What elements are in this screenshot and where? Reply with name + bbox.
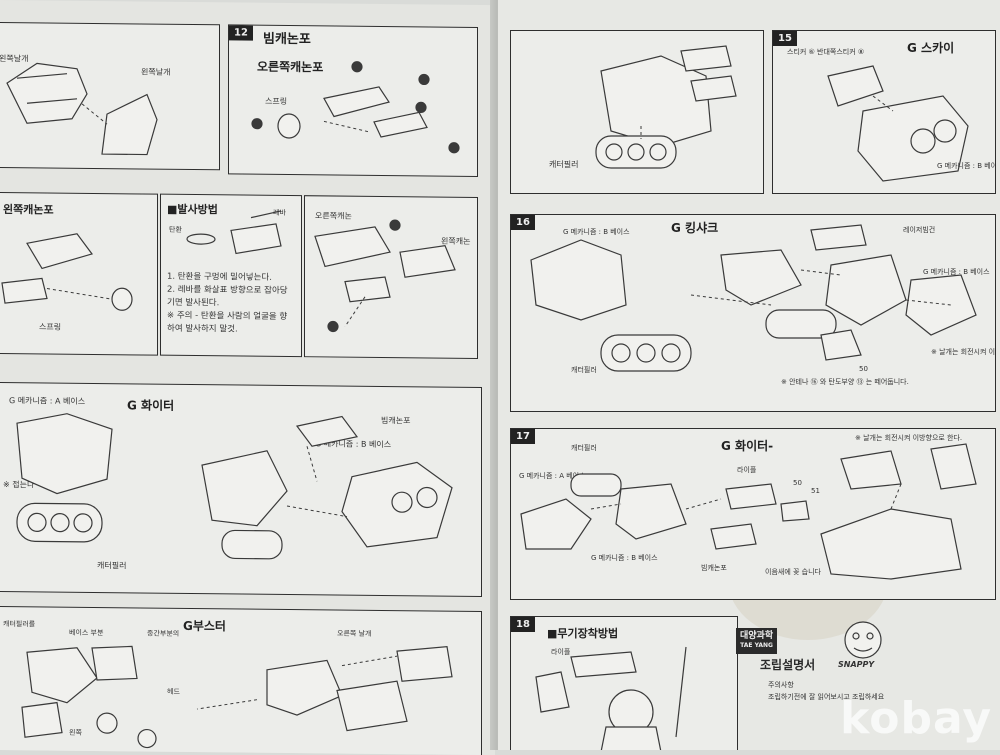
- panel-18: 18 ■무기장착방법 라이플: [510, 616, 738, 750]
- wing-note: ※ 날개는 회전시켜 이방향으로 한다: [931, 348, 996, 356]
- mascot-name: SNAPPY: [838, 660, 875, 669]
- weapon-mount-diagram: [535, 646, 687, 750]
- panel-16: 16 G 메카니즘 : B 베이스 G 킹샤크 레이저빔건 G 메카니즘 : B…: [510, 214, 996, 412]
- brand-name: 대양과학: [740, 631, 774, 641]
- b-base-label-15: G 메카니즘 : B 베이스: [937, 162, 995, 170]
- right-page: 캐터필러 15 스티커 ⑥ 반대쪽스티커 ⑧ G 스카이 G 메카니즘 : B …: [498, 0, 1000, 750]
- panel-12: 12 빔캐논포 오른쪽캐논포 스프링: [228, 24, 478, 178]
- step-number-17: 17: [511, 429, 535, 444]
- step-number-16: 16: [511, 215, 535, 230]
- track-label-17: 캐터필러: [571, 444, 597, 452]
- b-base-label-17: G 메카니즘 : B 베이스: [591, 554, 658, 562]
- brand-en: TAE YANG: [740, 642, 773, 649]
- panel-17: 17 캐터필러 G 화이터- ※ 날개는 회전시켜 이방향으로 한다. G 메카…: [510, 428, 996, 600]
- wing-diagram: [6, 62, 158, 156]
- g-fighter-2-title: G 화이터-: [721, 439, 774, 453]
- a-base-label-17: G 메카니즘 : A 베이스: [519, 472, 586, 480]
- caution-text: 조립하기전에 잘 읽어보시고 조립하세요: [768, 693, 885, 701]
- g-king-shark-title: G 킹샤크: [671, 221, 719, 235]
- panel-cannons: 오른쪽캐논 왼쪽캐논: [304, 195, 478, 360]
- lever-label: 레바: [273, 208, 286, 217]
- joint-note: 이음새에 꽂 습니다: [765, 568, 821, 576]
- g-fighter-diagram: [16, 413, 453, 560]
- fire-steps: 1. 탄환을 구멍에 밀어넣는다. 2. 레바를 화살표 방향으로 잡아당기면 …: [167, 271, 295, 337]
- fire-diagram: [186, 210, 282, 255]
- spring-label-2: 스프링: [39, 322, 62, 332]
- right-cannon-label: 오른쪽캐논: [315, 211, 352, 221]
- g-fighter-2-diagram: [520, 443, 977, 580]
- bullet-label: 탄환: [169, 225, 182, 234]
- fire-step-1: 1. 탄환을 구멍에 밀어넣는다.: [167, 271, 272, 283]
- rifle-label-17: 라이플: [737, 466, 757, 474]
- beam-label-17: 빔캐논포: [701, 564, 727, 572]
- b-base-label-16b: G 메카니즘 : B 베이스: [923, 268, 990, 276]
- fire-step-warning: ※ 주의 - 탄환을 사람의 얼굴을 향하여 발사하지 말것.: [167, 310, 288, 335]
- label-wing-b: 왼쪽날개: [141, 67, 171, 77]
- laser-label: 레이저빔건: [903, 226, 936, 234]
- manual-title: 조립설명서: [760, 658, 816, 672]
- weapon-mount-title: ■무기장착방법: [547, 627, 619, 640]
- part-51-17: 51: [811, 487, 820, 495]
- right-cannon-diagram: [251, 61, 460, 154]
- caution-title: 주의사항: [768, 681, 794, 689]
- left-page: 왼쪽날개 왼쪽날개 12 빔캐논포 오른쪽캐논포 스프링 왼쪽캐논포 스프링: [0, 0, 495, 755]
- cannons-diagram: [314, 219, 456, 333]
- panel-top-right: 캐터필러: [510, 30, 764, 194]
- spring-label: 스프링: [265, 96, 288, 107]
- brand-logo: 대양과학 TAE YANG: [736, 628, 778, 654]
- panel-15: 15 스티커 ⑥ 반대쪽스티커 ⑧ G 스카이 G 메카니즘 : B 베이스: [772, 30, 996, 194]
- b-base-label-16: G 메카니즘 : B 베이스: [563, 228, 630, 236]
- step-number-18: 18: [511, 617, 535, 632]
- panel-wings: 왼쪽날개 왼쪽날개: [0, 21, 220, 171]
- tank-diagram: [595, 45, 737, 169]
- g-sky-diagram: [827, 65, 969, 182]
- panel-g-fighter: G 메카니즘 : A 베이스 G 화이터 빔캐논포 G 메카니즘 : B 베이스…: [0, 381, 482, 598]
- part-50: 50: [859, 365, 868, 373]
- track-label-16: 캐터필러: [571, 366, 597, 374]
- label-wing-a: 왼쪽날개: [0, 53, 29, 64]
- fire-step-2: 2. 레바를 화살표 방향으로 잡아당기면 발사된다.: [167, 284, 288, 309]
- antenna-note: ※ 안테나 ⑯ 와 탄도부양 ⑬ 는 떼어둡니다.: [781, 378, 909, 386]
- left-cannon-label: 왼쪽캐논: [441, 236, 471, 246]
- step-number-15: 15: [773, 31, 797, 46]
- rifle-label-18: 라이플: [551, 648, 571, 656]
- wing-note-17: ※ 날개는 회전시켜 이방향으로 한다.: [855, 434, 963, 442]
- panel-fire-method: ■발사방법 탄환 레바 1. 탄환을 구멍에 밀어넣는다. 2. 레바를 화살표…: [160, 193, 302, 358]
- g-king-shark-diagram: [530, 224, 977, 372]
- track-label-top: 캐터필러: [549, 160, 579, 169]
- panel-g-booster: G부스터 캐터필러를 베이스 부분 중간부분의 오른쪽 날개 헤드 왼쪽: [0, 605, 482, 755]
- panel-left-cannon: 왼쪽캐논포 스프링: [0, 191, 158, 356]
- part-50-17: 50: [793, 479, 802, 487]
- g-booster-diagram: [21, 645, 453, 749]
- g-sky-title: G 스카이: [907, 41, 955, 55]
- left-cannon-diagram: [1, 233, 133, 311]
- sticker-label: 스티커 ⑥ 반대쪽스티커 ⑧: [787, 48, 865, 56]
- watermark: kobay: [840, 693, 992, 744]
